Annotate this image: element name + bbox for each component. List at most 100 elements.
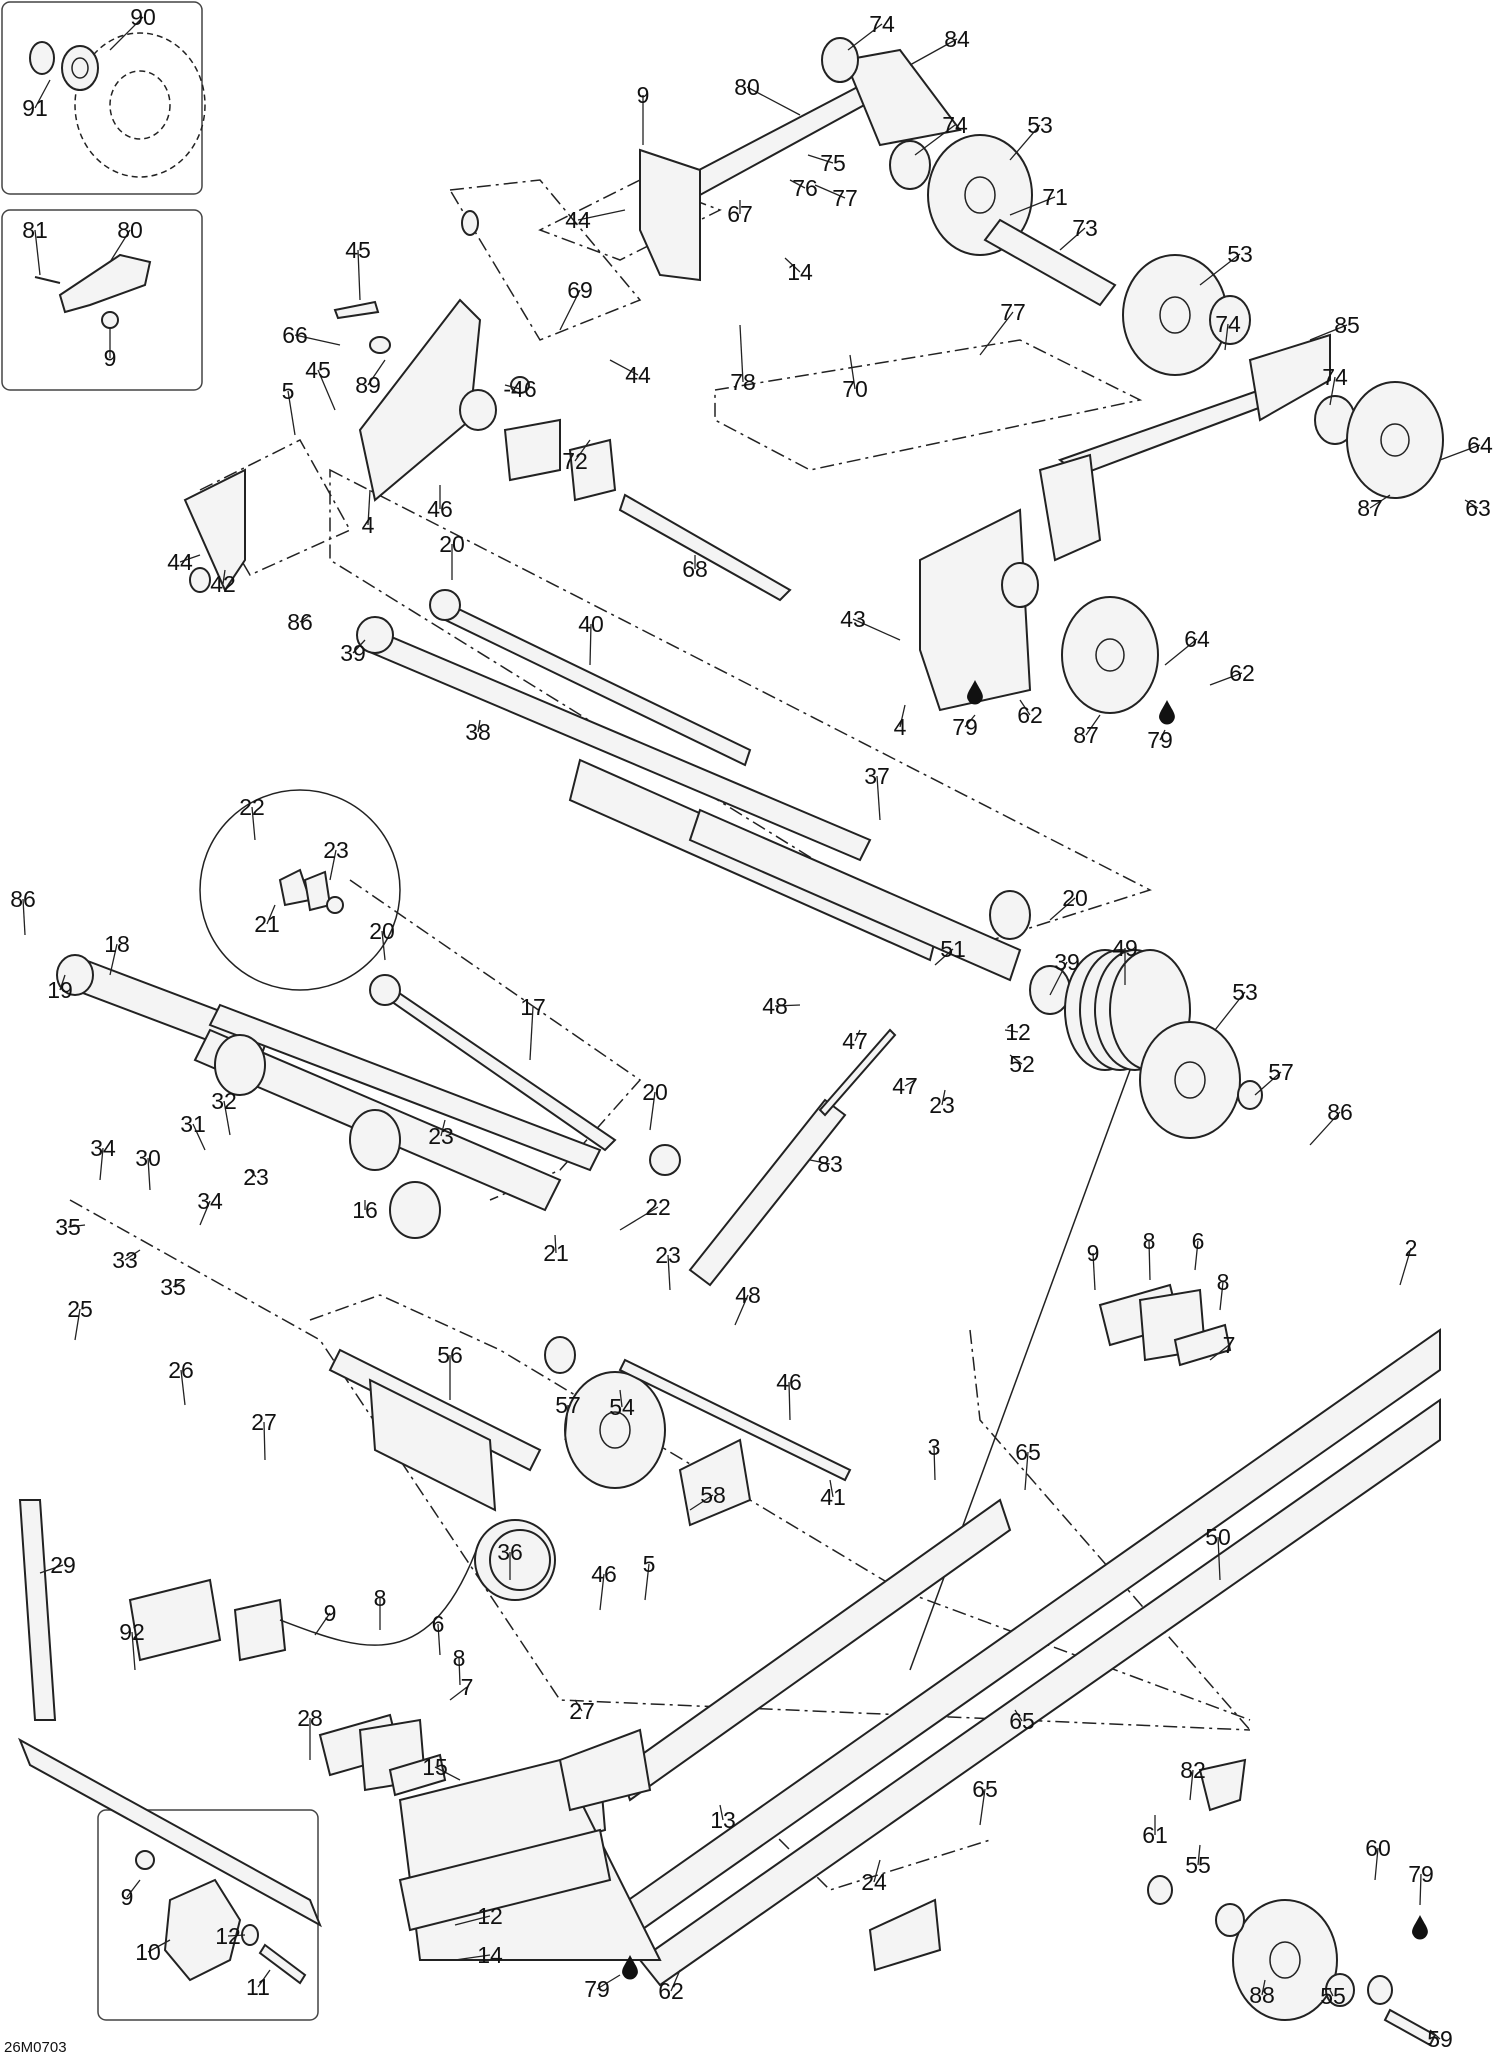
part-callout-label: 87	[1073, 722, 1099, 748]
part-callout-label: 59	[1427, 2026, 1453, 2052]
leader-line	[1189, 1769, 1194, 1801]
leader-line	[577, 209, 626, 221]
part-callout-label: 44	[625, 362, 651, 388]
leader-line	[294, 334, 341, 346]
leader-line	[933, 1446, 936, 1481]
leader-line	[1429, 2029, 1441, 2040]
leader-line	[789, 179, 806, 189]
part-callout-label: 55	[1320, 1983, 1346, 2009]
part-callout-label: 20	[439, 531, 465, 557]
leader-line	[1059, 227, 1086, 251]
part-callout-label: 70	[842, 376, 868, 402]
part-callout-label: 79	[952, 714, 978, 740]
part-callout-label: 64	[1184, 626, 1210, 652]
part-callout-label: 4	[894, 714, 907, 740]
leader-line	[1254, 1071, 1282, 1096]
leader-line	[454, 1954, 491, 1961]
part-callout-label: 5	[282, 378, 295, 404]
leader-line	[1439, 444, 1481, 461]
leader-line	[223, 1100, 231, 1136]
leader-line	[1049, 961, 1068, 996]
part-callout-label: 8	[374, 1585, 387, 1611]
slide-rail-parts	[398, 1328, 1441, 1987]
part-callout-label: 31	[180, 1111, 206, 1137]
diagram-code: 26M0703	[4, 2039, 67, 2056]
part-callout-label: 86	[1327, 1099, 1353, 1125]
leader-line	[287, 390, 296, 436]
part-callout-label: 53	[1027, 112, 1053, 138]
leader-line	[774, 1004, 801, 1007]
leader-line	[619, 1206, 659, 1231]
part-callout-label: 46	[591, 1561, 617, 1587]
part-callout-label: 74	[1215, 311, 1241, 337]
part-callout-label: 65	[972, 1776, 998, 1802]
leader-line	[849, 354, 856, 390]
part-callout-label: 71	[1042, 184, 1068, 210]
part-callout-label: 12	[477, 1903, 503, 1929]
part-callout-label: 85	[1334, 312, 1360, 338]
part-callout-label: 15	[422, 1754, 448, 1780]
leader-line	[589, 623, 592, 666]
leader-line	[667, 1254, 671, 1291]
part-callout-label: 55	[1185, 1852, 1211, 1878]
part-callout-label: 54	[609, 1394, 635, 1420]
part-callout-label: 8	[1143, 1228, 1156, 1254]
leader-line	[381, 930, 386, 961]
leader-line	[74, 1308, 81, 1341]
part-callout-label: 2	[1405, 1235, 1418, 1261]
leader-line	[854, 1029, 861, 1042]
part-callout-label: 27	[569, 1698, 595, 1724]
leader-line	[1419, 1873, 1422, 1906]
part-callout-label: 74	[869, 11, 895, 37]
leader-line	[1329, 376, 1336, 406]
leader-line	[180, 1369, 186, 1406]
part-callout-label: 40	[578, 611, 604, 637]
part-callout-label: 53	[1232, 979, 1258, 1005]
part-callout-label: 12	[1005, 1019, 1031, 1045]
leader-line	[1092, 1252, 1096, 1291]
lower-idler-parts	[328, 1336, 852, 1527]
leader-line	[574, 1699, 583, 1712]
part-callout-label: 4	[362, 512, 375, 538]
leader-line	[1224, 323, 1229, 351]
leader-line	[227, 1934, 246, 1937]
part-callout-label: 14	[787, 259, 813, 285]
leader-line	[131, 1631, 136, 1671]
part-callout-label: 79	[1408, 1861, 1434, 1887]
leader-line	[99, 1147, 104, 1181]
part-callout-label: 68	[682, 556, 708, 582]
part-callout-label: 44	[565, 207, 591, 233]
leader-line	[852, 618, 901, 641]
brake-disc-inset-parts	[29, 32, 206, 178]
part-callout-label: 65	[1009, 1708, 1035, 1734]
leader-line	[876, 775, 881, 821]
part-callout-label: 84	[944, 26, 970, 52]
leader-line	[1197, 1844, 1201, 1866]
part-callout-label: 25	[67, 1296, 93, 1322]
part-callout-label: 57	[1268, 1059, 1294, 1085]
part-callout-label: 18	[104, 931, 130, 957]
leader-line	[59, 974, 66, 991]
leader-line	[199, 1200, 211, 1226]
leader-line	[979, 1788, 986, 1826]
leader-line	[222, 569, 226, 585]
leader-line	[1004, 1029, 1019, 1033]
leader-line	[1214, 991, 1246, 1031]
leader-line	[1199, 253, 1241, 286]
leader-line	[147, 1157, 151, 1191]
part-callout-label: 76	[792, 175, 818, 201]
leader-line	[1309, 324, 1348, 341]
leader-line	[873, 1859, 881, 1883]
leader-line	[367, 489, 371, 526]
callout-leader-lines	[22, 16, 1481, 2040]
leader-line	[746, 86, 801, 116]
part-callout-label: 9	[104, 345, 117, 371]
part-callout-label: 89	[355, 372, 381, 398]
leader-line	[67, 1224, 86, 1228]
leader-line	[914, 124, 956, 156]
part-callout-label: 69	[567, 277, 593, 303]
part-callout-label: 56	[437, 1342, 463, 1368]
part-callout-label: 81	[22, 217, 48, 243]
part-callout-label: 73	[1072, 215, 1098, 241]
leader-line	[1329, 1989, 1334, 1997]
